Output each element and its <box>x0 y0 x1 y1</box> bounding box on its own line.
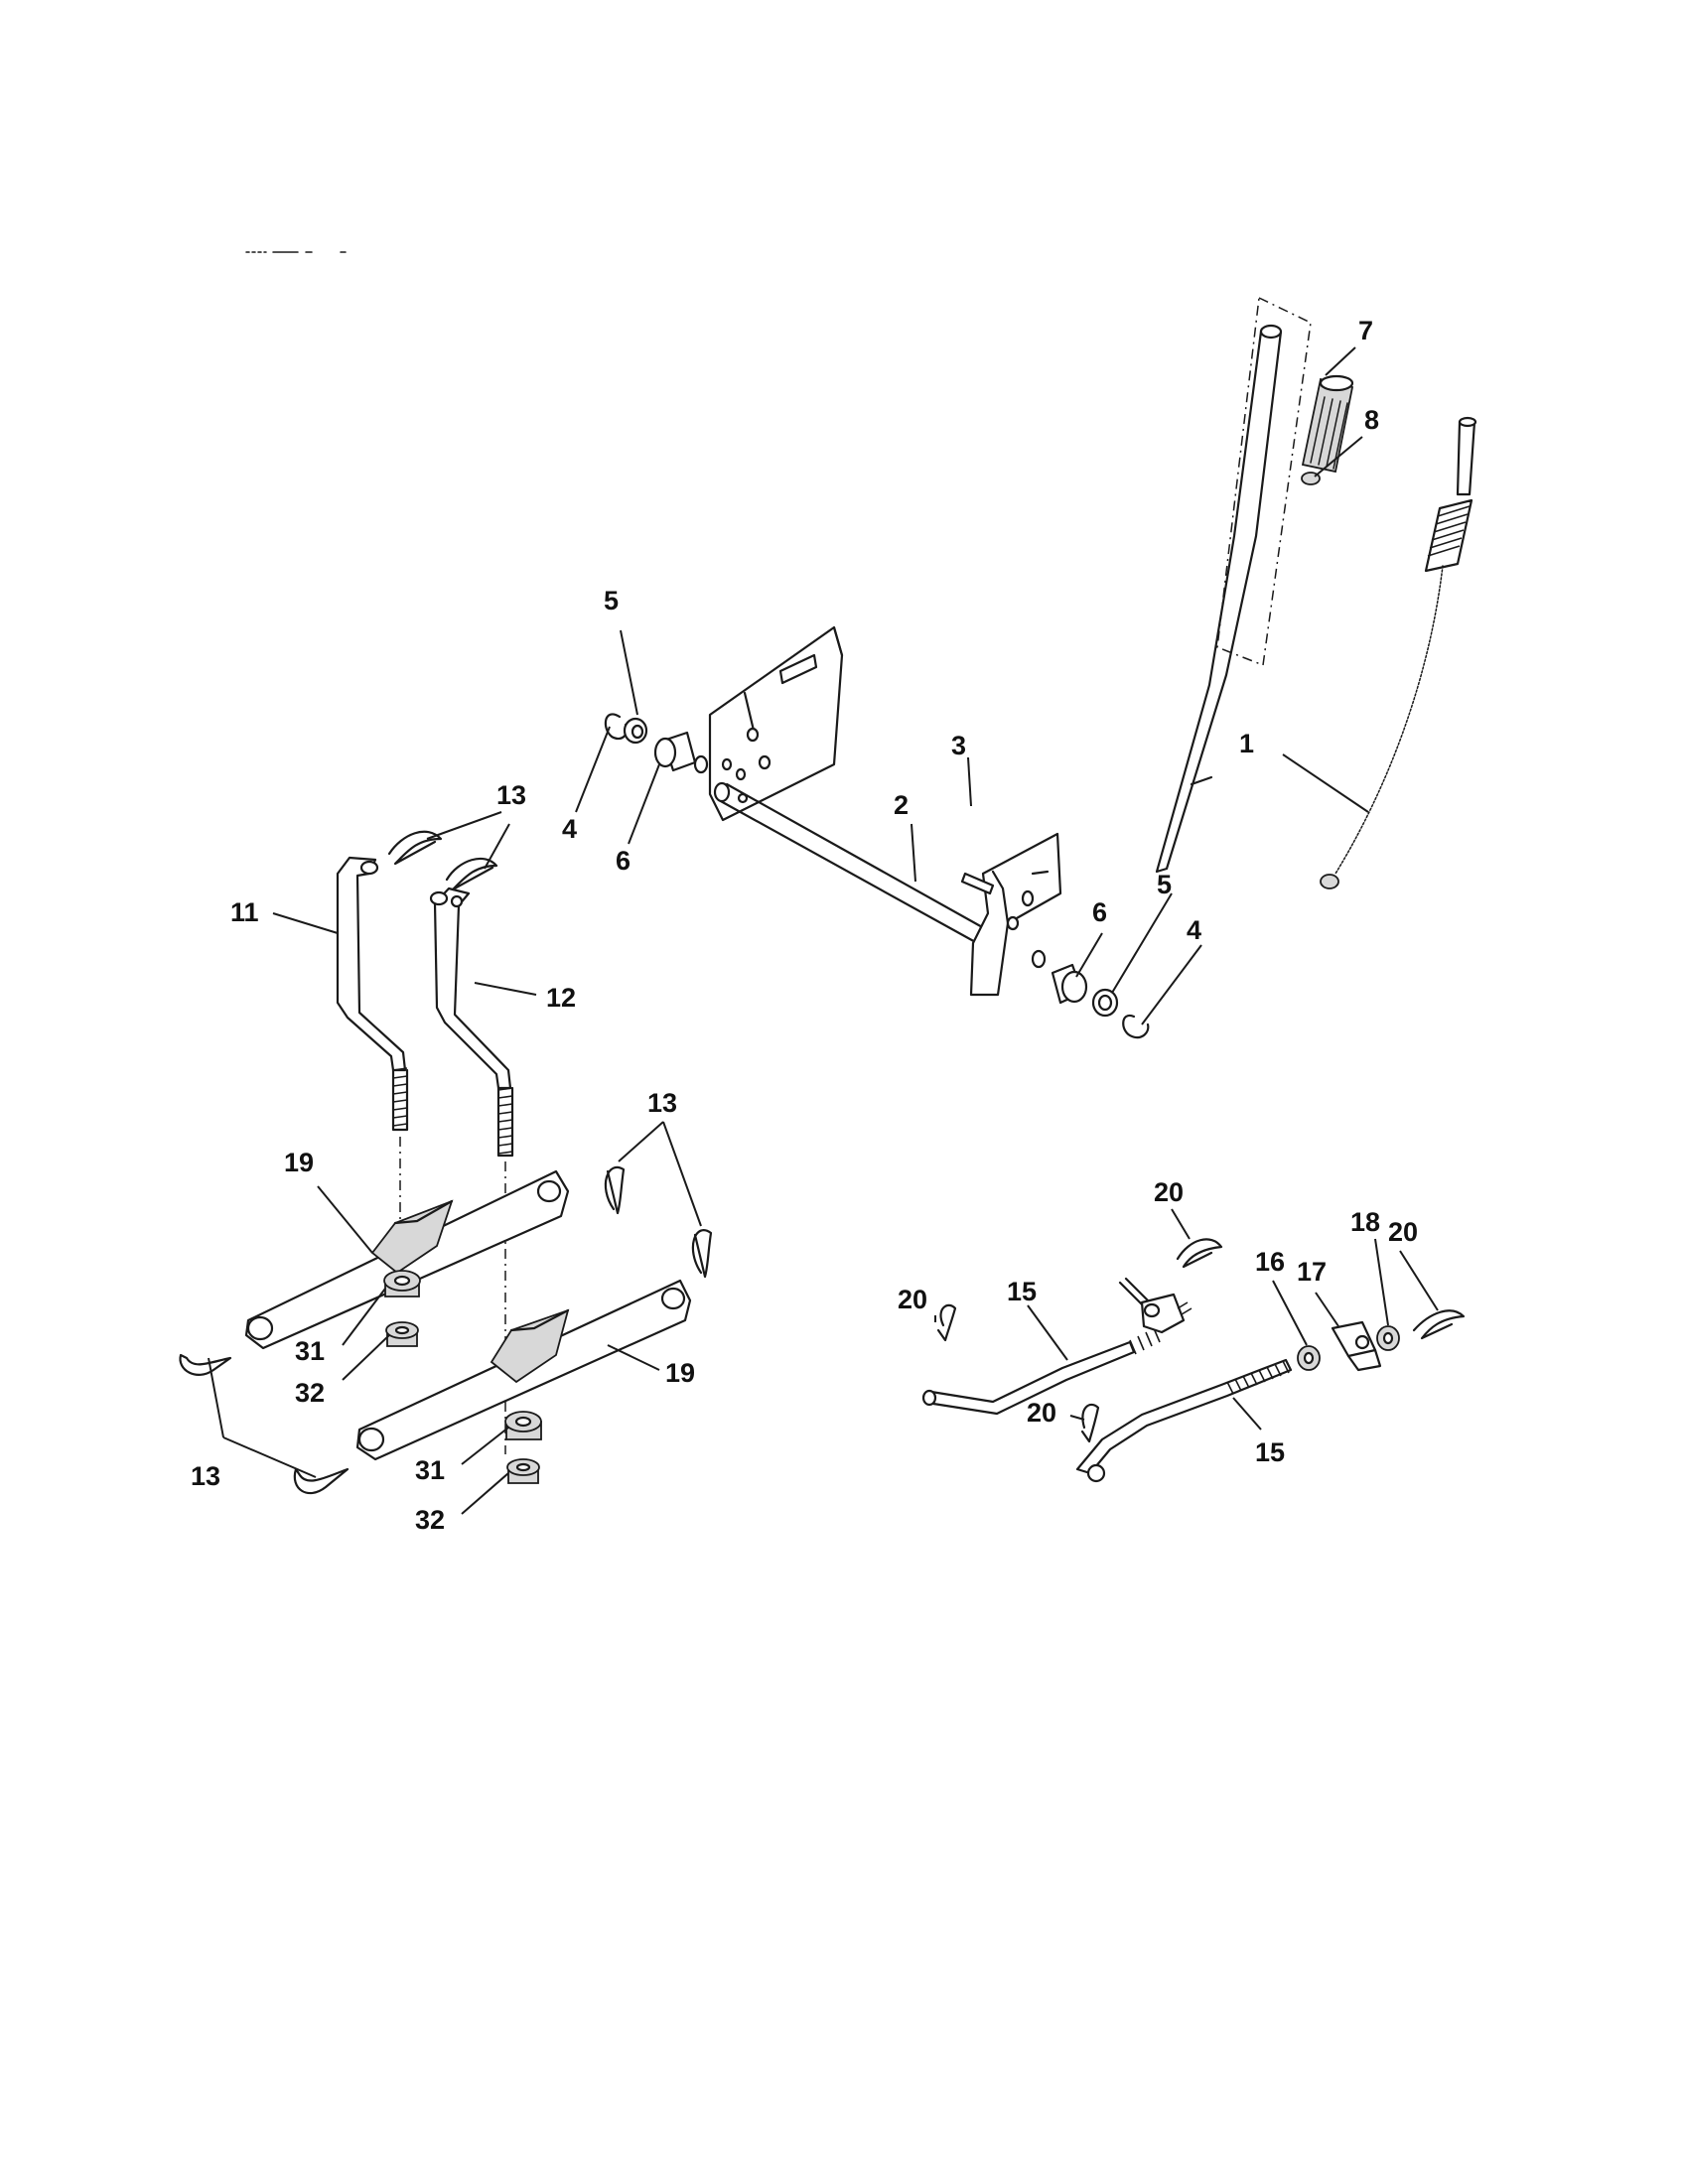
callout-17: 17 <box>1297 1257 1327 1287</box>
callout-2: 2 <box>894 790 909 820</box>
nut-icon <box>506 1458 540 1484</box>
handle-mount-icon <box>969 832 1062 997</box>
handle-grip-icon <box>1301 374 1354 474</box>
callout-13: 13 <box>191 1461 220 1491</box>
callout-31: 31 <box>415 1455 445 1485</box>
nut-icon <box>1376 1325 1400 1351</box>
hairpin-clip-icon <box>936 1303 957 1342</box>
spacer-icon <box>383 1270 421 1297</box>
hairpin-clip-icon <box>387 830 443 866</box>
callout-1: 1 <box>1239 729 1254 758</box>
bushing-left-icon <box>653 731 709 774</box>
callout-5: 5 <box>604 586 619 615</box>
nut-icon <box>1297 1345 1321 1371</box>
callout-32: 32 <box>415 1505 445 1535</box>
bushing-right-icon <box>1031 949 1088 1005</box>
callout-20: 20 <box>1027 1398 1056 1428</box>
callout-13: 13 <box>496 780 526 810</box>
callout-19: 19 <box>665 1358 695 1388</box>
callout-20: 20 <box>1388 1217 1418 1247</box>
adjustment-rod-lower-icon <box>1075 1358 1293 1483</box>
lift-shaft-icon <box>713 781 995 951</box>
hairpin-clip-icon <box>445 857 498 891</box>
callout-15: 15 <box>1255 1437 1285 1467</box>
cable-icon <box>1320 416 1477 889</box>
callout-32: 32 <box>295 1378 325 1408</box>
callout-18: 18 <box>1350 1207 1380 1237</box>
mounting-plate-icon <box>708 625 844 822</box>
callout-8: 8 <box>1364 405 1379 435</box>
callout-6: 6 <box>1092 897 1107 927</box>
callout-labels: 7 8 1 3 2 5 4 6 6 5 4 13 11 12 13 19 31 … <box>191 316 1418 1535</box>
grip-alignment-outline <box>1216 296 1312 667</box>
lift-link-12-icon <box>429 887 514 1158</box>
washer-right-icon <box>1091 988 1119 1018</box>
callout-3: 3 <box>951 731 966 760</box>
adjustment-rod-upper-icon <box>921 1327 1161 1416</box>
callout-16: 16 <box>1255 1247 1285 1277</box>
callout-15: 15 <box>1007 1277 1037 1306</box>
washer-left-icon <box>623 717 648 745</box>
callout-12: 12 <box>546 983 576 1013</box>
hanger-bracket-upper-icon <box>244 1169 570 1350</box>
hanger-bracket-lower-icon <box>355 1279 692 1461</box>
lift-handle-icon <box>1155 324 1283 874</box>
callout-11: 11 <box>230 897 259 927</box>
swivel-block-icon <box>1118 1277 1193 1334</box>
callout-13: 13 <box>647 1088 677 1118</box>
nut-icon <box>385 1321 419 1347</box>
callout-5: 5 <box>1157 870 1172 899</box>
callout-4: 4 <box>1187 915 1201 945</box>
callout-31: 31 <box>295 1336 325 1366</box>
hairpin-clip-icon <box>1176 1238 1223 1269</box>
callout-20: 20 <box>1154 1177 1184 1207</box>
hairpin-clip-icon <box>179 1353 232 1376</box>
hairpin-clip-icon <box>691 1229 713 1279</box>
lift-link-11-icon <box>336 856 409 1132</box>
hairpin-clip-icon <box>1412 1309 1466 1340</box>
callout-7: 7 <box>1358 316 1373 345</box>
ferrule-icon <box>1331 1320 1382 1372</box>
hairpin-clip-icon <box>293 1467 350 1495</box>
spacer-icon <box>504 1411 542 1440</box>
callout-6: 6 <box>616 846 631 876</box>
hairpin-clip-icon <box>1080 1403 1100 1443</box>
e-ring-right-icon <box>1122 1014 1150 1039</box>
leader-lines <box>208 346 1439 1515</box>
callout-4: 4 <box>562 814 577 844</box>
hairpin-clip-icon <box>604 1165 626 1215</box>
callout-20: 20 <box>898 1285 927 1314</box>
callout-19: 19 <box>284 1148 314 1177</box>
roll-pin-icon <box>960 872 995 895</box>
